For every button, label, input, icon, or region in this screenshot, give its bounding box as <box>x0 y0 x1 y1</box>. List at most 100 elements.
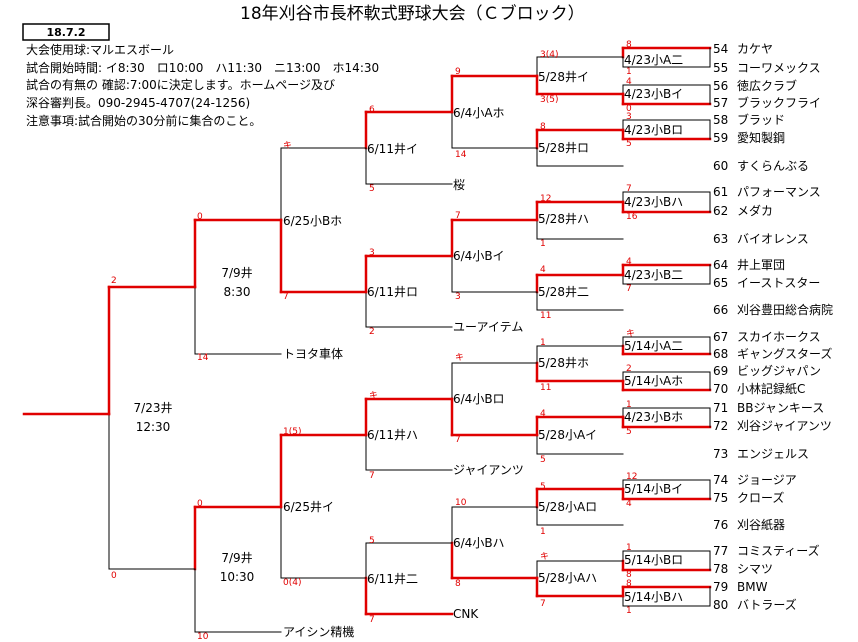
score: 16 <box>626 212 638 222</box>
seed-team: ユーアイテム <box>453 320 523 334</box>
score: 8 <box>626 579 632 589</box>
team-name: BBジャンキース <box>737 401 824 415</box>
score: 0 <box>197 212 203 222</box>
team-name: イーストスター <box>737 276 820 290</box>
score: 10 <box>455 498 467 508</box>
team-name: コミスティーズ <box>737 543 820 558</box>
score: 5 <box>540 482 546 492</box>
round1-labels: 4/23小A二 4/23小Bイ 4/23小Bロ 4/23小Bハ 4/23小B二 … <box>624 53 683 604</box>
match-label: 6/25井イ <box>283 500 334 514</box>
match-label: 5/28井ハ <box>538 212 589 226</box>
score: 10 <box>197 632 209 642</box>
score: 4 <box>626 257 632 267</box>
score: 9 <box>455 67 461 77</box>
date-label: 18.7.2 <box>47 26 86 39</box>
score: 5 <box>626 139 632 149</box>
score: 3 <box>455 292 461 302</box>
score: 7 <box>369 471 375 481</box>
score: 7 <box>455 435 461 445</box>
score: 5 <box>369 184 375 194</box>
score: 4 <box>626 77 632 87</box>
score: 4 <box>540 265 546 275</box>
score: 7 <box>455 211 461 221</box>
score: 1 <box>626 67 632 77</box>
match-label: 4/23小Bホ <box>624 410 683 424</box>
team-name: エンジェルス <box>737 447 809 461</box>
team-name: バイオレンス <box>737 232 809 246</box>
score: 0 <box>111 571 117 581</box>
score: 11 <box>540 383 551 393</box>
team-number: 62 <box>713 204 728 218</box>
team-name: すくらんぶる <box>737 159 809 173</box>
score: キ <box>626 329 635 339</box>
score: 8 <box>626 570 632 580</box>
score: 6 <box>369 105 375 115</box>
score: 3 <box>626 112 632 122</box>
score: 14 <box>455 150 467 160</box>
score: 5 <box>540 455 546 465</box>
team-number: 59 <box>713 131 728 145</box>
score: 12 <box>540 194 551 204</box>
match-label: 5/28小Aロ <box>538 500 597 514</box>
score: 2 <box>626 364 632 374</box>
info-ball: 大会使用球:マルエスボール <box>26 42 174 57</box>
score: 1 <box>626 543 632 553</box>
team-numbers: 54 55 56 57 58 59 60 61 62 63 64 65 66 6… <box>713 42 728 612</box>
bracket-lines <box>22 46 712 633</box>
team-number: 61 <box>713 185 728 199</box>
round2-labels: 5/28井イ 5/28井ロ 5/28井ハ 5/28井二 5/28井ホ 5/28小… <box>538 70 597 585</box>
match-label: 4/23小Bイ <box>624 87 683 101</box>
team-number: 66 <box>713 303 728 317</box>
date-box <box>22 23 110 41</box>
team-number: 69 <box>713 364 728 378</box>
match-label: 6/4小Aホ <box>453 106 505 120</box>
score: 1 <box>626 606 632 616</box>
score: 8 <box>455 579 461 589</box>
match-label: 5/14小Bハ <box>624 590 683 604</box>
team-number: 73 <box>713 447 728 461</box>
seed-team: トヨタ車体 <box>283 347 343 361</box>
team-name: 刈谷紙器 <box>737 517 785 532</box>
scores: 8 1 4 0 3 5 7 16 4 7 キ 2 1 5 12 4 1 8 8 … <box>111 40 638 642</box>
match-label: 5/28小Aイ <box>538 428 597 442</box>
match-label: 4/23小Bハ <box>624 195 683 209</box>
match-label: 5/14小A二 <box>624 339 683 353</box>
team-name: シマツ <box>737 562 773 576</box>
score: 7 <box>540 599 546 609</box>
match-label: 5/28井ロ <box>538 141 589 155</box>
score: 3(4) <box>540 50 558 60</box>
match-time: 10:30 <box>220 570 255 584</box>
match-time: 8:30 <box>224 285 251 299</box>
score: 14 <box>197 353 209 363</box>
team-name: BMW <box>737 580 768 594</box>
match-label: 6/11井イ <box>367 142 418 156</box>
score: 2 <box>369 327 375 337</box>
match-label: 6/11井二 <box>367 572 418 586</box>
team-number: 70 <box>713 382 728 396</box>
score: 5 <box>369 536 375 546</box>
final-time: 12:30 <box>136 420 171 434</box>
team-name: 小林記録紙C <box>737 381 805 396</box>
seed-team: アイシン精機 <box>283 624 354 639</box>
team-name: メダカ <box>737 203 773 218</box>
team-name: コーワメックス <box>737 61 821 75</box>
final-label: 7/23井 <box>134 401 173 415</box>
team-number: 68 <box>713 347 728 361</box>
team-name: ギャングスターズ <box>737 346 832 361</box>
team-number: 64 <box>713 258 728 272</box>
score: 11 <box>540 311 551 321</box>
match-label: 5/28小Aハ <box>538 571 597 585</box>
team-name: カケヤ <box>737 42 773 56</box>
team-number: 58 <box>713 113 728 127</box>
team-name: 刈谷ジャイアンツ <box>737 419 832 433</box>
team-number: 76 <box>713 518 728 532</box>
score: 7 <box>626 284 632 294</box>
match-label: 4/23小Bロ <box>624 123 683 137</box>
team-number: 57 <box>713 96 728 110</box>
match-label: 6/25小Bホ <box>283 214 342 228</box>
team-name: スカイホークス <box>737 330 821 344</box>
info-notes: 注意事項:試合開始の30分前に集合のこと。 <box>26 113 261 128</box>
match-label: 7/9井 <box>221 551 252 565</box>
match-label: 6/4小Bロ <box>453 392 505 406</box>
